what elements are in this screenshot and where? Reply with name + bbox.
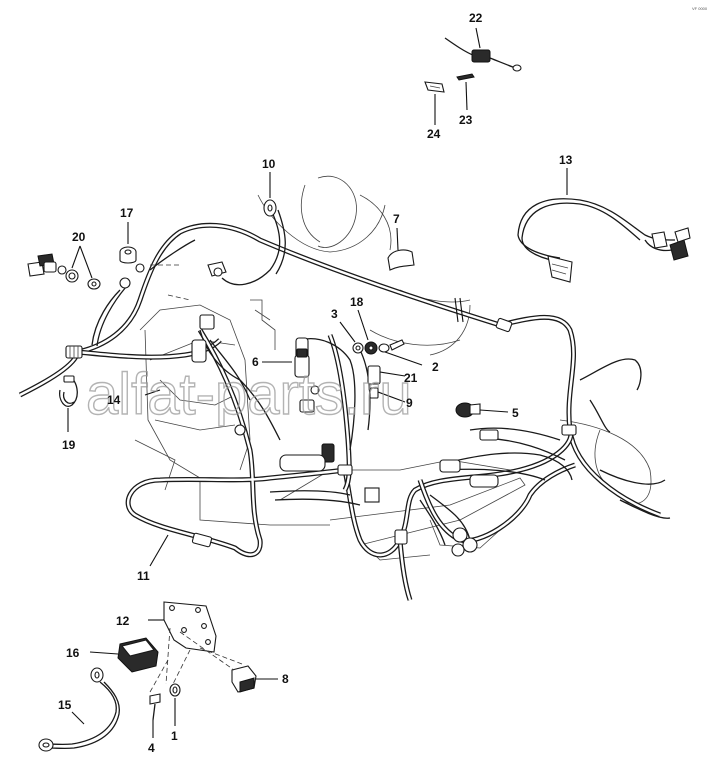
callout-20: 20	[72, 230, 86, 244]
part-24-bracket	[424, 81, 445, 125]
callout-7: 7	[393, 212, 400, 226]
callout-18: 18	[350, 295, 364, 309]
part-12-mounting-plate	[148, 601, 217, 653]
callout-16: 16	[66, 646, 80, 660]
part-10-cable-terminal	[263, 172, 277, 217]
callout-11: 11	[137, 569, 150, 583]
callout-22: 22	[469, 11, 483, 25]
part-15-earth-cable	[38, 667, 120, 752]
callout-5: 5	[512, 406, 519, 420]
callout-24: 24	[427, 127, 441, 141]
callout-23: 23	[459, 113, 473, 127]
part-5-cap	[455, 402, 509, 418]
part-18-washer	[357, 309, 378, 355]
part-17-grommet	[119, 222, 137, 264]
callout-4: 4	[148, 741, 155, 755]
callout-1: 1	[171, 729, 178, 743]
callout-19: 19	[62, 438, 76, 452]
part-19-cable	[59, 375, 78, 432]
part-9-connector	[369, 387, 406, 403]
callout-13: 13	[559, 153, 573, 167]
callout-10: 10	[262, 157, 276, 171]
part-3-nut	[339, 321, 364, 354]
part-4-screw	[149, 693, 161, 738]
part-20-plug-and-washers	[27, 245, 101, 290]
assembly-dashed-lines	[149, 627, 243, 693]
part-7-clip	[387, 227, 415, 271]
callout-17: 17	[120, 206, 134, 220]
callout-12: 12	[116, 614, 130, 628]
callout-numbers: 22 23 24 13 10 7 17 20 18 3 6 2 21 9 5 1…	[58, 11, 573, 755]
callout-15: 15	[58, 698, 72, 712]
part-21-relay	[367, 365, 406, 385]
callout-3: 3	[331, 307, 338, 321]
callout-6: 6	[252, 355, 259, 369]
watermark-text: alfat-parts.ru	[86, 362, 412, 427]
part-16-control-unit	[89, 637, 159, 673]
harness-connectors	[119, 261, 499, 557]
callout-14: 14	[107, 393, 121, 407]
callout-21: 21	[404, 371, 418, 385]
part-2-bolt	[378, 339, 423, 366]
part-8-relay	[231, 665, 278, 693]
secondary-wires	[91, 209, 671, 546]
part-6-sensor	[262, 348, 310, 378]
engine-background-outline	[134, 175, 652, 561]
callout-leaders	[144, 389, 161, 396]
part-13-wiring-loom	[517, 168, 691, 283]
drawing-code: VF 0000	[692, 6, 708, 11]
part-22-cable-with-resistor	[444, 27, 522, 72]
part-1-washer	[169, 683, 181, 726]
callout-8: 8	[282, 672, 289, 686]
callout-9: 9	[406, 396, 413, 410]
part-11-leader	[149, 534, 169, 567]
harness-fixings	[65, 297, 577, 548]
part-23-clip	[456, 73, 475, 111]
callout-2: 2	[432, 360, 439, 374]
